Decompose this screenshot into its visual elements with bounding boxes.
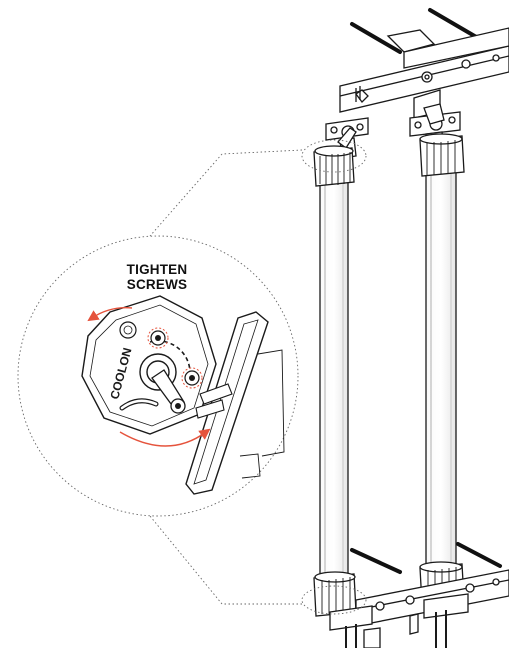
callout-leader-lines	[149, 149, 303, 605]
zoom-callout: COOLON	[17, 235, 299, 517]
right-tube	[419, 133, 465, 605]
tighten-screws-label: TIGHTEN SCREWS	[86, 262, 228, 292]
left-tube	[313, 145, 357, 617]
screw-icon	[181, 367, 203, 389]
curved-arrow-icon	[87, 307, 211, 447]
bottom-mounting-bracket	[329, 569, 509, 648]
left-tube-clamp-top	[325, 117, 369, 159]
side-bracket	[185, 311, 269, 495]
screw-icon	[147, 327, 169, 349]
threaded-rods	[350, 8, 502, 574]
top-mounting-bracket	[339, 27, 509, 119]
callout-line-2: SCREWS	[126, 277, 188, 292]
callout-line-1: TIGHTEN	[126, 262, 188, 277]
zoom-reference-marks	[301, 139, 367, 615]
